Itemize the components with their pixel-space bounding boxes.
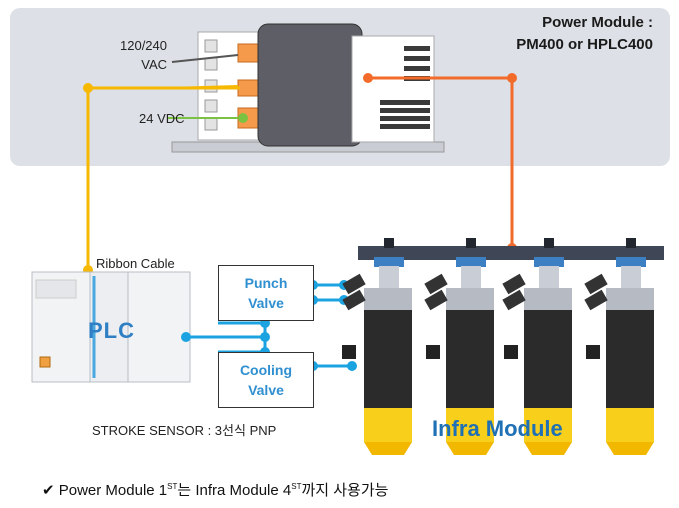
power-module-title: Power Module : PM400 or HPLC400 (516, 12, 653, 56)
footer-part2: 는 Infra Module 4 (177, 482, 292, 499)
stroke-sensor-label: STROKE SENSOR : 3선식 PNP (92, 423, 277, 438)
orange-junction-corner (507, 73, 517, 83)
terminal-screws-left (204, 39, 263, 131)
punch-valve-line1: Punch (244, 275, 288, 291)
infra-module-4 (584, 238, 654, 455)
infra-module-3 (502, 238, 572, 455)
vac-label-line1: 120/240 (120, 38, 167, 53)
check-icon: ✔ (42, 482, 55, 499)
green-junction (238, 113, 248, 123)
cooling-valve-box: Cooling Valve (218, 352, 314, 408)
infra-module-1 (342, 238, 412, 455)
footer-note: ✔ Power Module 1ST는 Infra Module 4ST까지 사… (42, 479, 388, 500)
vac-label-line2: VAC (141, 57, 167, 72)
footer-sup2: ST (291, 482, 302, 491)
cooling-valve-line1: Cooling (239, 362, 293, 378)
power-module-title-line2: PM400 or HPLC400 (516, 36, 653, 53)
footer-sup1: ST (167, 482, 178, 491)
power-module-title-line1: Power Module : (542, 14, 653, 31)
transformer (257, 23, 363, 147)
footer-part1: Power Module 1 (58, 482, 168, 499)
punch-valve-box: Punch Valve (218, 265, 314, 321)
plc-label: PLC (88, 318, 135, 343)
orange-junction-top (363, 73, 373, 83)
infra-module-label: Infra Module (432, 416, 563, 441)
footer-part3: 까지 사용가능 (301, 482, 389, 499)
infra-mounting-rail (358, 246, 664, 260)
ribbon-cable-label: Ribbon Cable (96, 256, 175, 271)
infra-module-2 (424, 238, 494, 455)
plc-rack (31, 271, 191, 383)
cooling-valve-line2: Valve (248, 382, 284, 398)
yellow-junction-corner (83, 83, 93, 93)
vdc-label: 24 VDC (139, 111, 185, 126)
vac-label: 120/240 VAC (120, 36, 167, 74)
punch-valve-line2: Valve (248, 295, 284, 311)
